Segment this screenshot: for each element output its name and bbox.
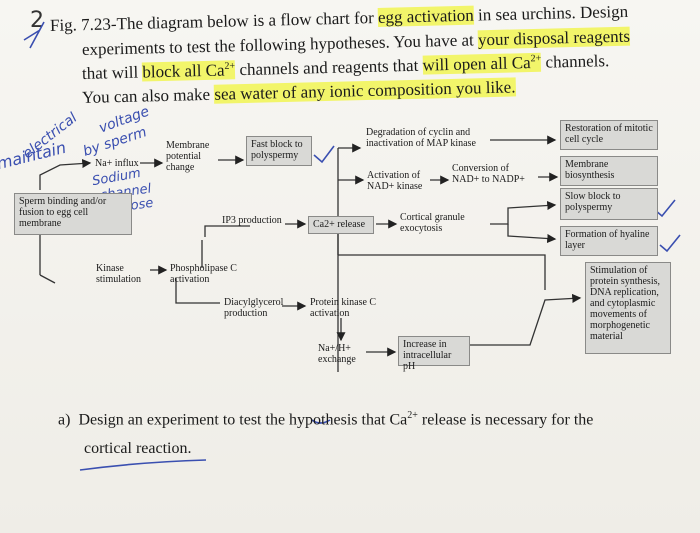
fast-block-box: Fast block to polyspermy: [246, 136, 312, 166]
membrane-biosynthesis-box: Membrane biosynthesis: [560, 156, 658, 186]
membrane-potential-label: Membrane potential change: [166, 140, 210, 173]
question-number: 2: [30, 8, 44, 33]
pkc-label: Protein kinase C activation: [310, 297, 377, 319]
na-h-label: Na+/H+ exchange: [318, 343, 356, 365]
ca-release-box: Ca2+ release: [308, 216, 374, 234]
hyaline-box: Formation of hyaline layer: [560, 226, 658, 256]
ph-box: Increase in intracellular pH: [398, 336, 470, 372]
stimulation-box: Stimulation of protein synthesis, DNA re…: [585, 262, 671, 354]
dag-label: Diacylglycerol production: [224, 297, 284, 319]
degradation-label: Degradation of cyclin and inactivation o…: [366, 127, 476, 149]
restoration-box: Restoration of mitotic cell cycle: [560, 120, 658, 150]
cortical-label: Cortical granule exocytosis: [400, 212, 465, 234]
slow-block-box: Slow block to polyspermy: [560, 188, 658, 220]
conversion-label: Conversion of NAD+ to NADP+: [452, 163, 525, 185]
question-a: a) Design an experiment to test the hypo…: [58, 410, 594, 429]
na-influx-label: Na+ influx: [95, 158, 139, 169]
activation-nad-label: Activation of NAD+ kinase: [367, 170, 423, 192]
phospholipase-label: Phospholipase C activation: [170, 263, 237, 285]
question-a-line-2: cortical reaction.: [84, 440, 192, 457]
ip3-label: IP3 production: [222, 215, 282, 226]
sperm-binding-box: Sperm binding and/or fusion to egg cell …: [14, 193, 132, 235]
kinase-label: Kinase stimulation: [96, 263, 141, 285]
